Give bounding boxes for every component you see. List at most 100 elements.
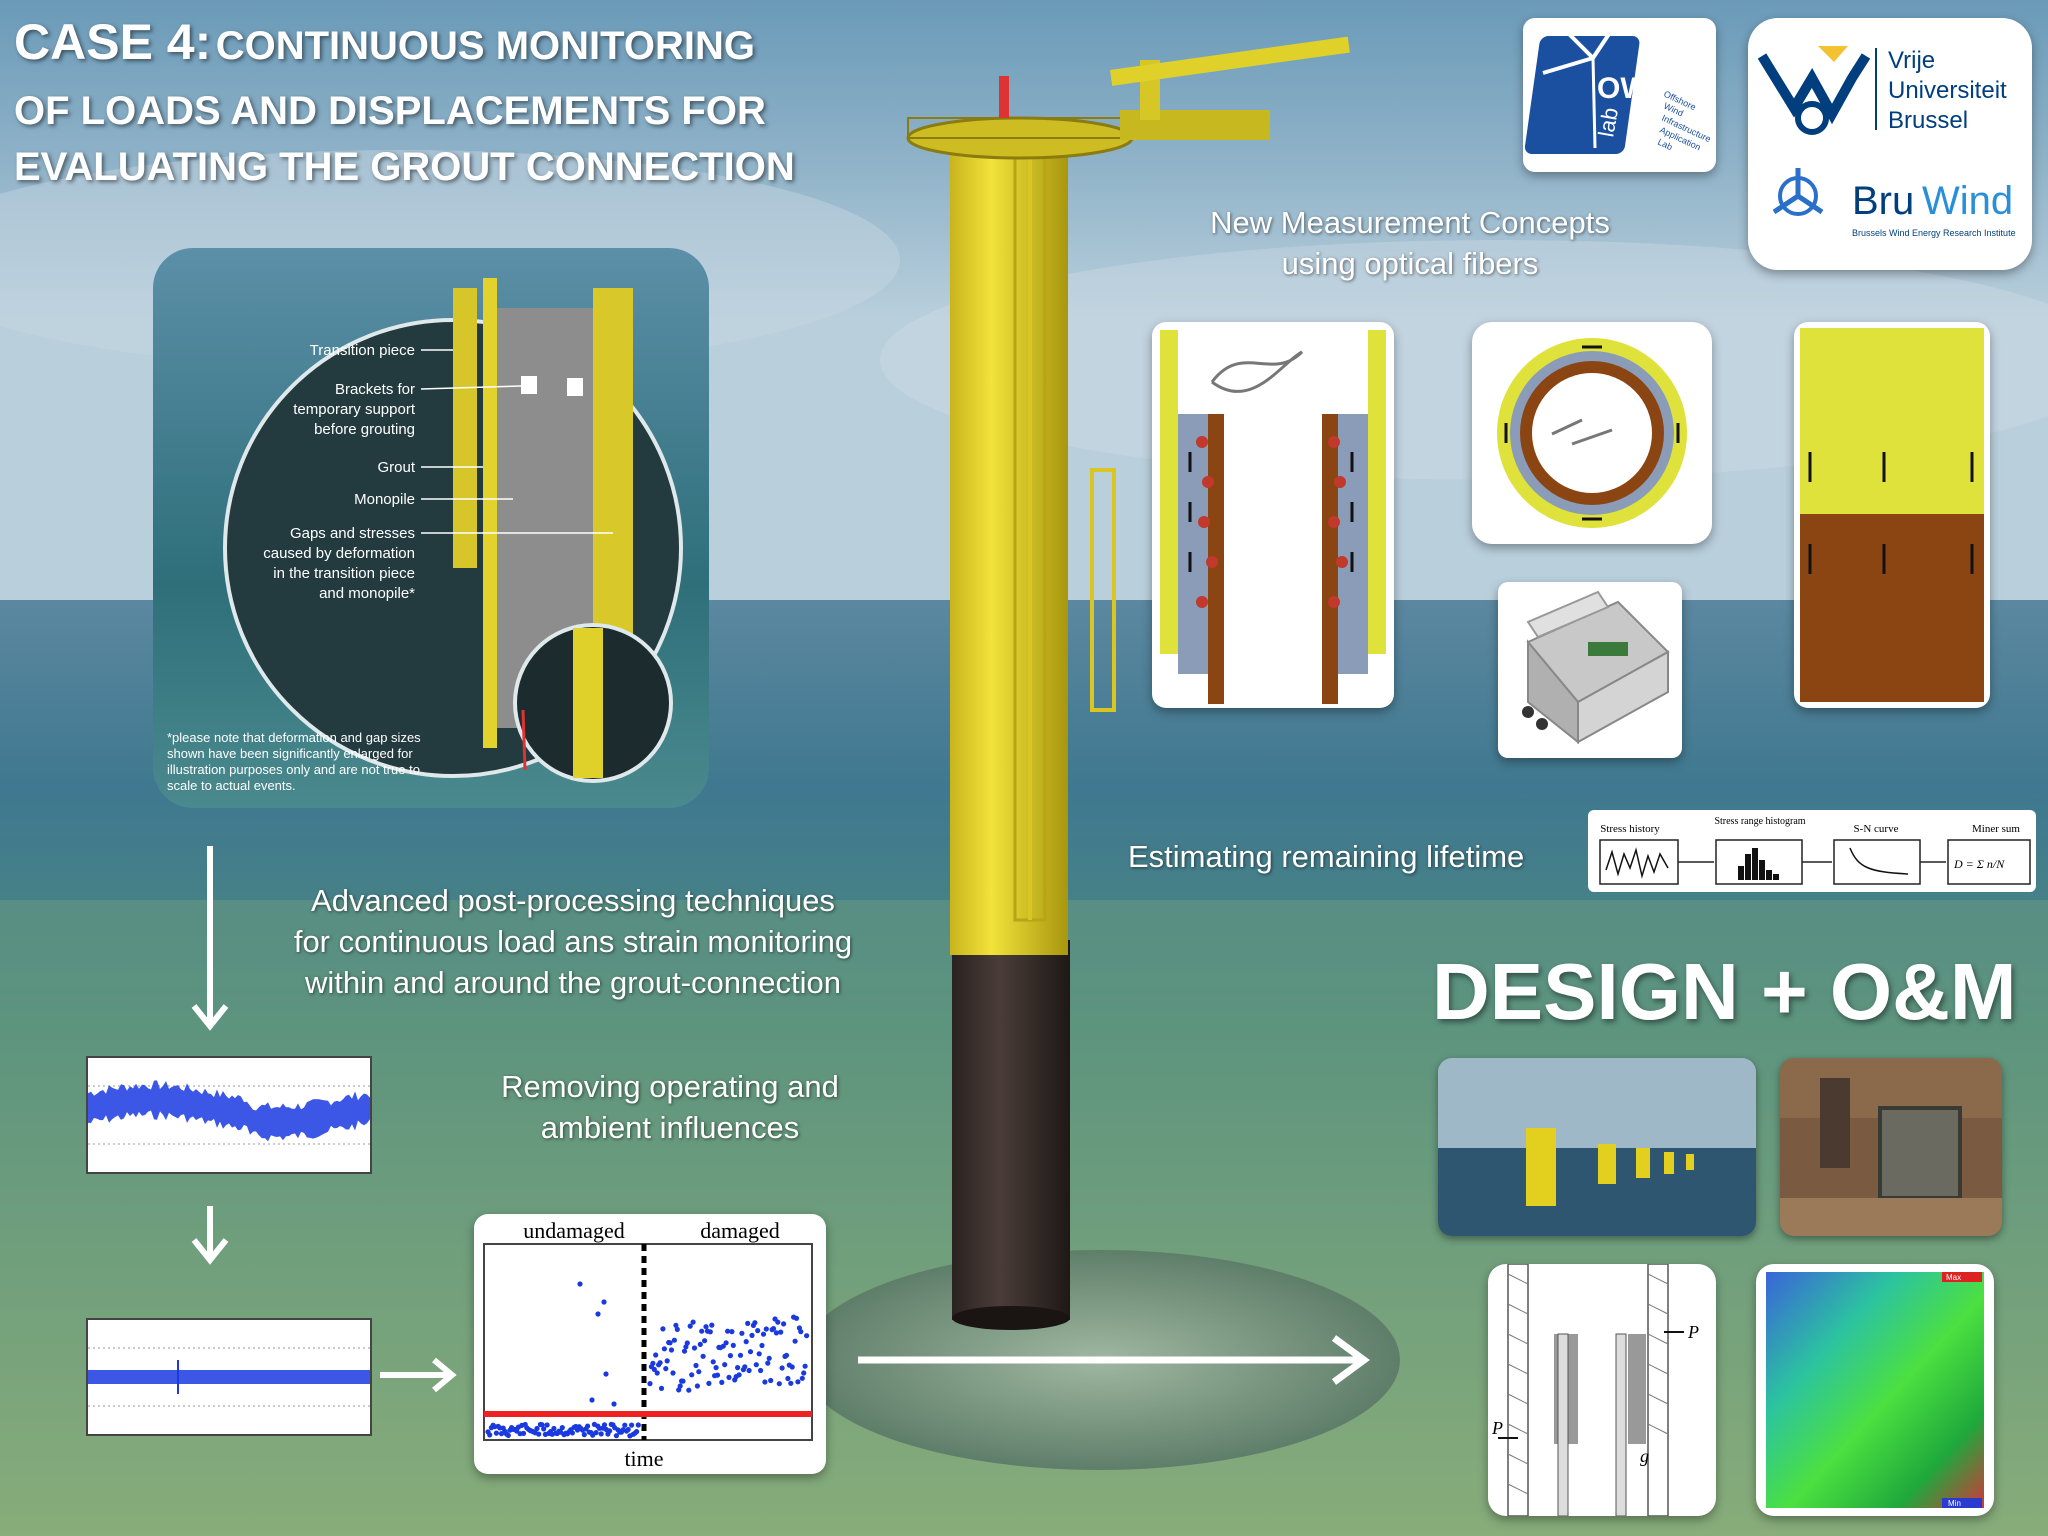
damaged-point xyxy=(783,1352,790,1358)
damaged-point xyxy=(658,1385,665,1391)
vub-bruwind-logo: Vrije Universiteit Brussel Bru Wind Brus… xyxy=(1748,18,2032,270)
interrogator-box-graphic xyxy=(1522,590,1670,745)
damaged-point xyxy=(743,1339,749,1345)
arrow-to-design xyxy=(858,1335,1370,1385)
raw-strain-plot xyxy=(86,1056,372,1174)
undamaged-point xyxy=(601,1422,608,1428)
fiber-cross-section-diagram xyxy=(1160,330,1386,704)
damage-plot-undamaged-label: undamaged xyxy=(523,1218,624,1243)
damaged-point xyxy=(710,1359,716,1365)
damaged-point xyxy=(673,1322,679,1328)
fiber-ring-card xyxy=(1472,322,1712,544)
arrow-to-damage-plot xyxy=(380,1357,457,1393)
damaged-point xyxy=(758,1367,764,1374)
poster-title: CASE 4: CONTINUOUS MONITORING OF LOADS A… xyxy=(14,14,795,195)
damaged-point xyxy=(680,1378,686,1384)
outlier-point xyxy=(595,1311,601,1317)
inset-label-brackets-1: Brackets for xyxy=(335,381,415,398)
wind-farm-photo-graphic xyxy=(1438,1058,1756,1236)
undamaged-point xyxy=(629,1422,635,1428)
damaged-point xyxy=(778,1329,784,1335)
undamaged-point xyxy=(541,1426,547,1432)
lifetime-diagram: Stress history Stress range histogram S-… xyxy=(1588,810,2036,892)
inset-label-gaps-1: Gaps and stresses xyxy=(290,525,415,542)
damaged-point xyxy=(702,1338,708,1344)
damaged-point xyxy=(789,1364,795,1370)
damaged-point xyxy=(756,1351,762,1357)
damaged-point xyxy=(647,1381,653,1387)
damaged-point xyxy=(674,1326,680,1332)
inset-note-1: *please note that deformation and gap si… xyxy=(167,730,421,745)
damaged-point xyxy=(759,1342,765,1349)
owi-lab-logo: OWI lab Offshore Wind Infrastructure App… xyxy=(1523,18,1716,172)
owi-logo-graphic: OWI lab Offshore Wind Infrastructure App… xyxy=(1524,26,1712,154)
damaged-point xyxy=(768,1377,774,1384)
damaged-point xyxy=(651,1366,657,1372)
damaged-point xyxy=(779,1365,785,1371)
damaged-point xyxy=(755,1328,761,1334)
damaged-point xyxy=(697,1341,703,1347)
damaged-point xyxy=(714,1372,721,1378)
damaged-point xyxy=(762,1379,768,1385)
damaged-point xyxy=(653,1352,659,1358)
damaged-point xyxy=(722,1362,728,1368)
damaged-point xyxy=(684,1340,690,1346)
lifetime-label-miner-sum: Miner sum xyxy=(1972,823,2020,835)
undamaged-point xyxy=(520,1430,527,1436)
removing-caption-line2: ambient influences xyxy=(540,1110,800,1145)
inset-label-transition-piece: Transition piece xyxy=(310,342,415,359)
damaged-point xyxy=(661,1346,667,1352)
damaged-point xyxy=(727,1353,733,1359)
damaged-point xyxy=(773,1330,779,1336)
damaged-point xyxy=(657,1360,663,1366)
grout-diagram-p-left: P xyxy=(1491,1418,1503,1438)
damaged-point xyxy=(793,1315,800,1321)
damaged-point xyxy=(650,1360,656,1366)
fiber-interrogator-box-card xyxy=(1498,582,1682,758)
inset-label-brackets-3: before grouting xyxy=(314,421,415,438)
measurement-caption-line1: New Measurement Concepts xyxy=(1210,205,1610,240)
outlier-point xyxy=(601,1299,607,1305)
damaged-point xyxy=(735,1365,741,1371)
owi-name: OWI xyxy=(1597,72,1657,105)
undamaged-point xyxy=(585,1423,591,1429)
inset-label-brackets-2: temporary support xyxy=(293,401,416,418)
damaged-point xyxy=(667,1340,673,1346)
damaged-point xyxy=(785,1375,791,1382)
damaged-point xyxy=(739,1330,745,1336)
undamaged-point xyxy=(534,1425,540,1432)
damaged-point xyxy=(776,1381,782,1387)
undamaged-point xyxy=(551,1425,557,1432)
fe-min-label: Min xyxy=(1948,1499,1961,1508)
undamaged-point xyxy=(487,1432,493,1438)
lifetime-flow-diagram: Stress history Stress range histogram S-… xyxy=(1599,816,2031,885)
damaged-point xyxy=(689,1372,695,1378)
damaged-point xyxy=(660,1326,666,1332)
grout-inset-graphic: Transition piece Brackets for temporary … xyxy=(167,278,683,793)
damaged-point xyxy=(654,1370,660,1376)
damaged-point xyxy=(801,1370,807,1376)
damaged-point xyxy=(775,1319,781,1325)
damaged-point xyxy=(709,1322,715,1328)
undamaged-point xyxy=(625,1426,631,1433)
title-line1: CONTINUOUS MONITORING xyxy=(215,24,755,68)
damaged-point xyxy=(798,1329,804,1335)
damaged-point xyxy=(670,1370,676,1376)
postprocessing-caption-line3: within and around the grout-connection xyxy=(305,965,841,1000)
measurement-caption-line2: using optical fibers xyxy=(1281,246,1539,281)
lifetime-label-histogram: Stress range histogram xyxy=(1714,816,1805,827)
damaged-point xyxy=(677,1383,683,1389)
undamaged-point xyxy=(536,1431,542,1437)
damaged-point xyxy=(802,1363,808,1369)
damaged-point xyxy=(707,1329,713,1335)
design-om-heading: DESIGN + O&M xyxy=(1432,947,2017,1036)
damaged-point xyxy=(706,1380,712,1386)
grout-diagram-g: g xyxy=(1640,1446,1649,1466)
damaged-point xyxy=(664,1358,670,1364)
undamaged-point xyxy=(622,1422,628,1428)
outlier-point xyxy=(611,1401,617,1407)
damaged-point xyxy=(752,1320,758,1326)
undamaged-point xyxy=(544,1422,550,1428)
inspection-photo-graphic xyxy=(1780,1058,2002,1236)
damaged-point xyxy=(788,1380,794,1386)
